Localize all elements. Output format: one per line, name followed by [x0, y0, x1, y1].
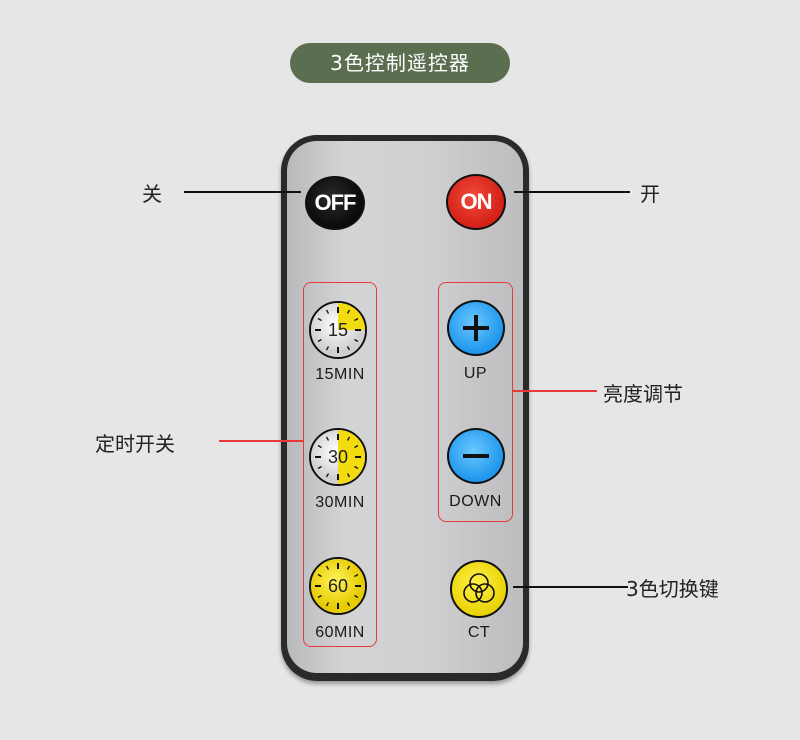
- brightness-up-label: UP: [463, 365, 488, 382]
- timer-60-label: 60MIN: [315, 624, 365, 641]
- brightness-leader-line: [513, 390, 597, 392]
- callout-off: 关: [142, 182, 162, 206]
- on-button-label: ON: [460, 189, 493, 214]
- timer-30-number: 30: [327, 446, 349, 467]
- callout-color-switch: 3色切换键: [626, 577, 719, 601]
- timer-leader-line: [219, 440, 303, 442]
- on-button[interactable]: ON: [446, 174, 506, 230]
- brightness-down-button[interactable]: [447, 428, 505, 484]
- minus-icon: [463, 454, 489, 458]
- timer-60-number: 60: [327, 575, 349, 596]
- ct-leader-line: [513, 586, 628, 588]
- timer-dial-15-icon: [311, 303, 365, 357]
- timer-60-button[interactable]: 60: [309, 557, 367, 615]
- off-button[interactable]: OFF: [305, 176, 365, 230]
- three-circles-icon: [463, 573, 495, 603]
- timer-group-outline: [303, 282, 377, 647]
- callout-brightness: 亮度调节: [603, 382, 683, 406]
- timer-15-button[interactable]: 15: [309, 301, 367, 359]
- timer-15-number: 15: [327, 319, 349, 340]
- timer-dial-60-icon: [311, 559, 365, 613]
- brightness-up-button[interactable]: [447, 300, 505, 356]
- on-leader-line: [514, 191, 630, 193]
- callout-on: 开: [640, 182, 660, 206]
- timer-15-label: 15MIN: [315, 366, 365, 383]
- color-temperature-label: CT: [467, 624, 491, 641]
- off-button-label: OFF: [314, 190, 357, 215]
- brightness-down-label: DOWN: [449, 493, 502, 510]
- brightness-group-outline: [438, 282, 513, 522]
- off-leader-line: [184, 191, 301, 193]
- timer-dial-30-icon: [311, 430, 365, 484]
- color-temperature-button[interactable]: [450, 560, 508, 618]
- page-title: 3色控制遥控器: [290, 43, 510, 83]
- timer-30-button[interactable]: 30: [309, 428, 367, 486]
- timer-30-label: 30MIN: [315, 494, 365, 511]
- callout-timer: 定时开关: [95, 432, 175, 456]
- plus-icon: [463, 315, 489, 341]
